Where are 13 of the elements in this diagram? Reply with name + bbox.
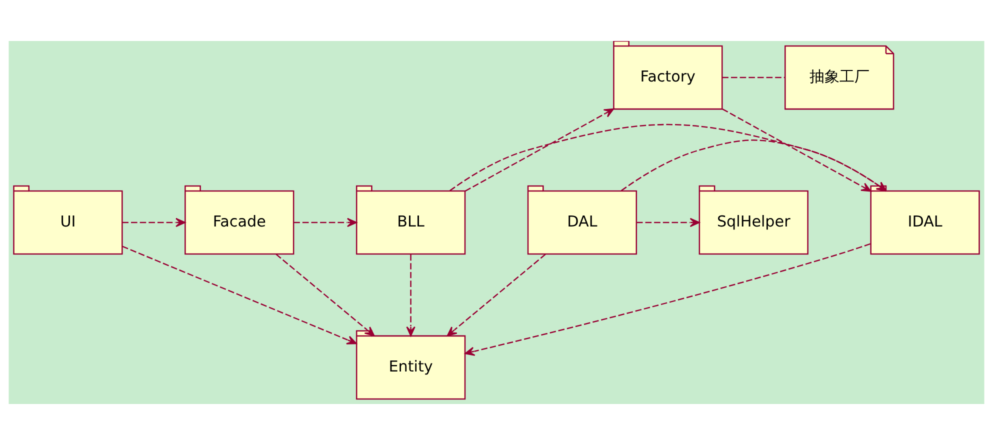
arrow [406,254,416,336]
arrow [450,124,887,192]
arrow [122,218,186,228]
arrow [464,243,871,356]
connector [722,76,785,78]
arrow [620,140,887,192]
arrow [276,254,375,336]
arrow [122,246,357,344]
arrow [464,108,614,192]
arrow [446,254,546,336]
arrow [294,218,357,228]
arrow [722,108,872,192]
arrow [636,218,700,228]
